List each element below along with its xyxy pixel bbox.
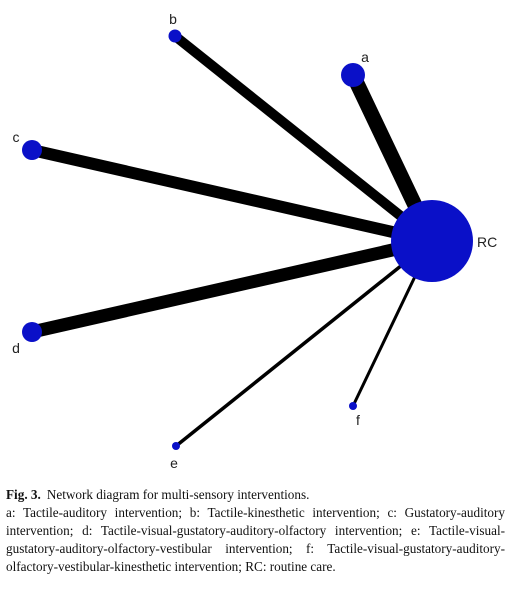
node-d [22,322,42,342]
figure-number: Fig. 3. [6,487,41,502]
node-RC [391,200,473,282]
node-label-RC: RC [477,234,497,250]
edge-b-RC [171,32,436,245]
node-f [349,402,357,410]
figure-caption: Fig. 3. Network diagram for multi-sensory… [6,486,505,576]
node-label-b: b [169,11,177,27]
node-e [172,442,180,450]
network-diagram: RC a b c d e f [12,11,497,471]
node-c [22,140,42,160]
node-a [341,63,365,87]
caption-legend: a: Tactile-auditory intervention; b: Tac… [6,505,505,574]
figure-title: Network diagram for multi-sensory interv… [46,487,310,502]
node-label-d: d [12,340,20,356]
node-label-c: c [13,129,20,145]
edge-d-RC [30,234,434,339]
edge-c-RC [30,144,434,247]
labels-group: RC a b c d e f [12,11,497,471]
caption-heading: Fig. 3. Network diagram for multi-sensory… [6,486,505,504]
node-label-a: a [361,49,369,65]
edge-e-RC [174,239,434,448]
nodes-group [22,29,473,450]
edges-group [30,32,439,448]
node-label-e: e [170,455,178,471]
node-label-f: f [356,412,360,428]
node-b [168,29,182,43]
